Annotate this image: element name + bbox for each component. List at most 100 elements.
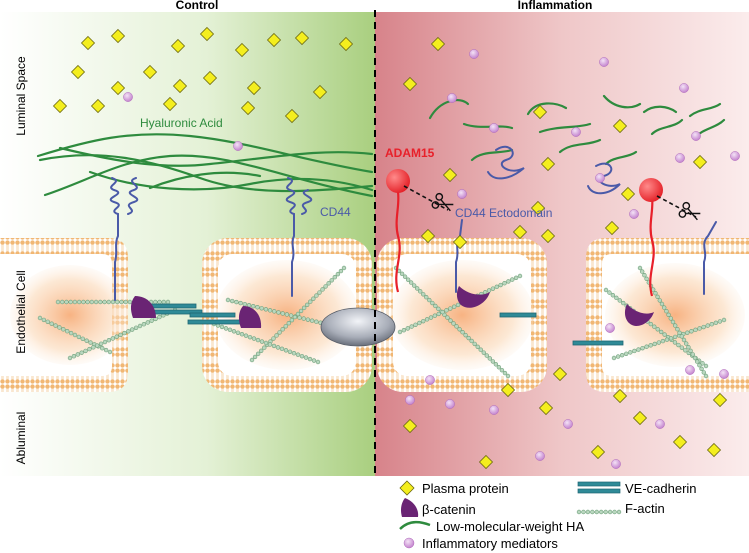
f-actin-filament bbox=[249, 265, 347, 363]
plasma-protein bbox=[672, 434, 688, 450]
plasma-protein bbox=[442, 167, 458, 183]
plasma-protein bbox=[312, 84, 328, 100]
plasma-protein bbox=[70, 64, 86, 80]
plasma-protein bbox=[452, 234, 468, 250]
scissors-icon bbox=[431, 192, 454, 212]
inflammatory-mediator bbox=[599, 57, 609, 67]
adam15-head bbox=[639, 178, 663, 202]
inflammatory-mediator bbox=[425, 375, 435, 385]
legend-plasma-protein: Plasma protein bbox=[422, 481, 509, 496]
beta-catenin-swatch bbox=[401, 498, 419, 517]
plasma-protein-swatch bbox=[399, 480, 415, 496]
inflammatory-mediator bbox=[489, 123, 499, 133]
plasma-protein bbox=[430, 36, 446, 52]
plasma-protein bbox=[110, 80, 126, 96]
legend-f-actin: F-actin bbox=[625, 501, 665, 516]
f-actin-filaments bbox=[37, 265, 727, 379]
plasma-protein bbox=[52, 98, 68, 114]
inflammatory-mediator bbox=[730, 151, 740, 161]
f-actin-filament bbox=[393, 265, 511, 379]
plasma-protein bbox=[199, 26, 215, 42]
ve-cadherin-swatch bbox=[577, 481, 621, 487]
inflammatory-mediator bbox=[629, 209, 639, 219]
plasma-protein bbox=[202, 70, 218, 86]
plasma-protein bbox=[246, 80, 262, 96]
plasma-protein bbox=[142, 64, 158, 80]
plasma-protein bbox=[478, 454, 494, 470]
endothelial-cell-label: Endothelial Cell bbox=[14, 270, 28, 353]
plasma-protein bbox=[540, 228, 556, 244]
plasma-protein bbox=[294, 30, 310, 46]
inflammatory-mediator bbox=[123, 92, 133, 102]
plasma-protein bbox=[540, 156, 556, 172]
inflammatory-mediator bbox=[655, 419, 665, 429]
beta-catenin bbox=[456, 286, 490, 308]
inflammatory-mediator bbox=[405, 395, 415, 405]
adam15-label: ADAM15 bbox=[385, 146, 435, 160]
legend: Plasma protein VE-cadherin β-catenin F-a… bbox=[399, 476, 749, 553]
plasma-protein bbox=[402, 76, 418, 92]
hyaluronic-acid-label: Hyaluronic Acid bbox=[140, 116, 223, 130]
plasma-protein bbox=[530, 200, 546, 216]
nucleus bbox=[320, 307, 396, 347]
plasma-protein bbox=[620, 186, 636, 202]
inflammatory-mediator bbox=[719, 369, 729, 379]
plasma-protein bbox=[338, 36, 354, 52]
cell-left-partial bbox=[0, 238, 130, 392]
beta-catenin bbox=[238, 306, 262, 328]
abluminal-label: Abluminal bbox=[14, 412, 28, 465]
plasma-protein bbox=[590, 444, 606, 460]
inflammatory-mediator bbox=[675, 153, 685, 163]
f-actin-filament bbox=[211, 321, 321, 365]
f-actin-filament bbox=[397, 273, 523, 335]
inflammatory-mediator bbox=[233, 141, 243, 151]
inflammatory-mediator bbox=[691, 131, 701, 141]
inflammatory-mediator bbox=[563, 419, 573, 429]
beta-catenin bbox=[624, 304, 654, 326]
plasma-protein bbox=[604, 220, 620, 236]
plasma-protein bbox=[162, 96, 178, 112]
inflammatory-mediator bbox=[535, 451, 545, 461]
inflammatory-mediator bbox=[447, 93, 457, 103]
plasma-protein bbox=[706, 442, 722, 458]
luminal-space-label: Luminal Space bbox=[14, 56, 28, 136]
plasma-protein bbox=[234, 42, 250, 58]
plasma-protein bbox=[552, 366, 568, 382]
f-actin-swatch bbox=[576, 509, 622, 515]
f-actin-filament bbox=[37, 315, 113, 355]
inflammatory-mediator bbox=[611, 459, 621, 469]
plasma-protein bbox=[110, 28, 126, 44]
beta-catenin bbox=[130, 296, 156, 318]
legend-beta-catenin: β-catenin bbox=[422, 502, 476, 517]
plasma-protein bbox=[612, 118, 628, 134]
inflammatory-mediator bbox=[595, 173, 605, 183]
legend-lmw-ha: Low-molecular-weight HA bbox=[436, 519, 584, 534]
plasma-protein bbox=[632, 410, 648, 426]
ve-cadherin-junctions bbox=[139, 303, 624, 346]
cd44-ectodomain bbox=[587, 162, 621, 195]
legend-inflammatory-mediators: Inflammatory mediators bbox=[422, 536, 558, 551]
plasma-protein bbox=[266, 32, 282, 48]
plasma-protein bbox=[692, 154, 708, 170]
inflammatory-mediator bbox=[469, 49, 479, 59]
inflammatory-mediator bbox=[571, 127, 581, 137]
inflammation-title: Inflammation bbox=[518, 0, 593, 12]
plasma-protein bbox=[512, 224, 528, 240]
cd44-stub bbox=[703, 221, 717, 295]
f-actin-filament bbox=[637, 265, 709, 379]
plasma-protein bbox=[80, 35, 96, 51]
plasma-protein bbox=[538, 400, 554, 416]
hyaluronic-acid-network bbox=[36, 133, 374, 198]
plasma-protein bbox=[420, 228, 436, 244]
inflammatory-mediator bbox=[605, 323, 615, 333]
cd44-receptors bbox=[109, 145, 717, 301]
inflammatory-mediator bbox=[457, 189, 467, 199]
control-title: Control bbox=[176, 0, 219, 12]
plasma-protein bbox=[712, 392, 728, 408]
plasma-protein bbox=[500, 382, 516, 398]
cd44-receptor bbox=[285, 177, 296, 297]
beta-catenin-group bbox=[130, 286, 654, 328]
cd44-receptor bbox=[109, 177, 120, 301]
cd44-receptor bbox=[127, 177, 139, 215]
